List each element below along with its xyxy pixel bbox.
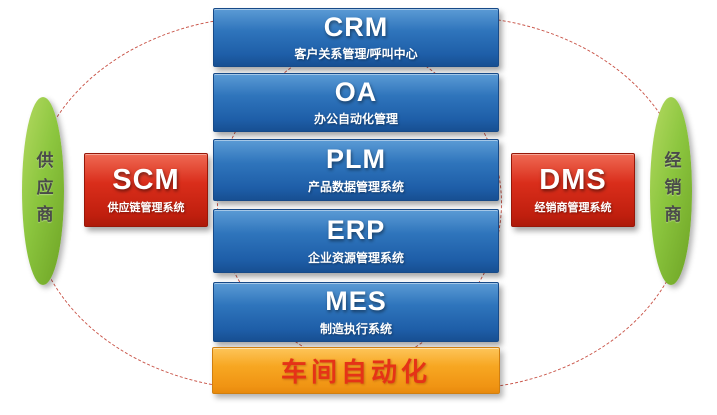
system-name-mes: 制造执行系统 <box>319 321 392 336</box>
system-box-oa: OA 办公自动化管理 <box>213 73 499 132</box>
system-box-crm: CRM 客户关系管理/呼叫中心 <box>213 8 499 67</box>
scm-abbr: SCM <box>112 164 180 197</box>
system-abbr-oa: OA <box>334 76 378 107</box>
supplier-ellipse: 供应商 <box>22 97 64 285</box>
distributor-ellipse: 经销商 <box>650 97 692 285</box>
system-box-erp: ERP 企业资源管理系统 <box>213 209 499 273</box>
dms-name: 经销商管理系统 <box>534 201 612 214</box>
distributor-label: 经销商 <box>661 150 681 232</box>
supplier-label: 供应商 <box>33 150 53 232</box>
dms-box: DMS 经销商管理系统 <box>511 153 635 227</box>
system-box-mes: MES 制造执行系统 <box>213 282 499 342</box>
dms-abbr: DMS <box>539 164 607 197</box>
system-name-erp: 企业资源管理系统 <box>307 250 404 265</box>
workshop-automation-label: 车间自动化 <box>280 357 431 387</box>
system-abbr-mes: MES <box>325 286 387 317</box>
workshop-automation-bar: 车间自动化 <box>212 347 500 394</box>
scm-name: 供应链管理系统 <box>107 201 185 214</box>
system-name-crm: 客户关系管理/呼叫中心 <box>294 47 418 62</box>
scm-box: SCM 供应链管理系统 <box>84 153 208 227</box>
system-box-plm: PLM 产品数据管理系统 <box>213 139 499 201</box>
system-name-plm: 产品数据管理系统 <box>307 179 404 194</box>
system-name-oa: 办公自动化管理 <box>313 112 398 127</box>
system-abbr-erp: ERP <box>326 215 386 246</box>
system-abbr-plm: PLM <box>326 144 386 175</box>
system-abbr-crm: CRM <box>323 11 389 42</box>
